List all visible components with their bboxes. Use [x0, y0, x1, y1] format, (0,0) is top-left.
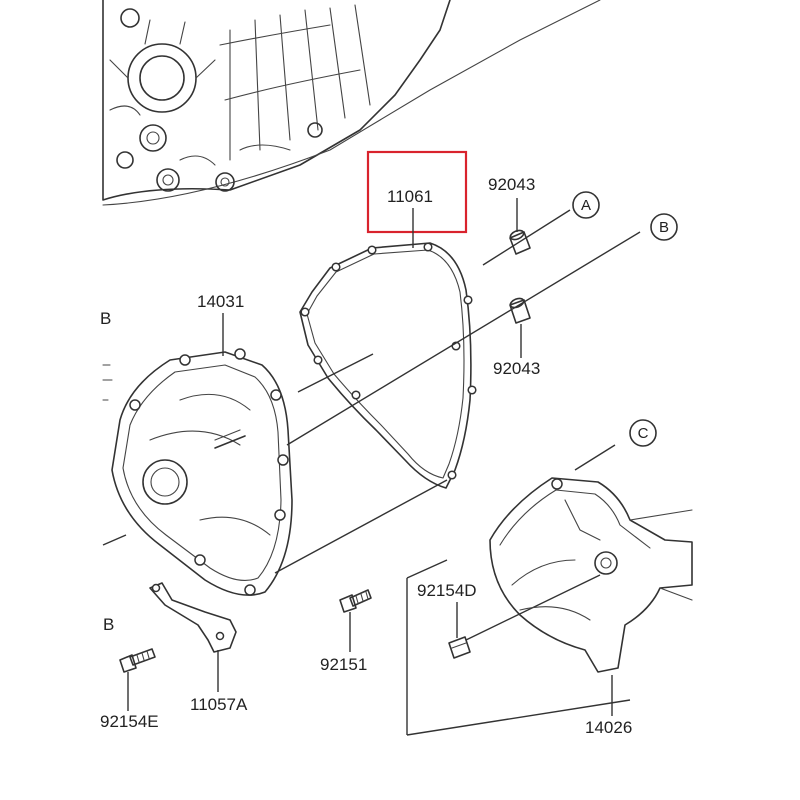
dowel-pin-lower[interactable]: [509, 297, 531, 324]
engine-block: [102, 0, 601, 206]
part-label-92043-top[interactable]: 92043: [488, 175, 535, 194]
edge-fragments: [102, 364, 113, 401]
dowel-pin-upper[interactable]: [509, 229, 531, 255]
part-label-92043-bottom[interactable]: 92043: [493, 359, 540, 378]
gasket-11061[interactable]: [299, 242, 477, 489]
bolt-92154D[interactable]: [448, 636, 471, 659]
edge-ref-b-lower: B: [103, 615, 114, 634]
part-label-14026[interactable]: 14026: [585, 718, 632, 737]
svg-text:A: A: [581, 197, 591, 214]
grouping-bracket: [406, 578, 631, 736]
svg-text:C: C: [638, 425, 649, 442]
part-label-14031[interactable]: 14031: [197, 292, 244, 311]
svg-text:B: B: [659, 219, 669, 236]
part-label-11057A[interactable]: 11057A: [190, 695, 248, 714]
part-label-92151[interactable]: 92151: [320, 655, 367, 674]
ref-circle-b: B: [650, 213, 678, 241]
highlight-box: [366, 150, 468, 234]
part-label-11061[interactable]: 11061: [387, 187, 433, 206]
bolt-92154E[interactable]: [119, 648, 156, 673]
bracket-11057A[interactable]: [149, 582, 237, 653]
part-label-92154D[interactable]: 92154D: [417, 581, 477, 600]
bolt-92151[interactable]: [339, 589, 372, 613]
part-label-92154E[interactable]: 92154E: [100, 712, 159, 731]
ref-circle-a: A: [572, 191, 600, 219]
generator-cover-14031[interactable]: [111, 348, 293, 596]
edge-ref-b-upper: B: [100, 309, 111, 328]
ref-circle-c: C: [629, 419, 657, 447]
sprocket-cover-14026[interactable]: [489, 477, 693, 673]
